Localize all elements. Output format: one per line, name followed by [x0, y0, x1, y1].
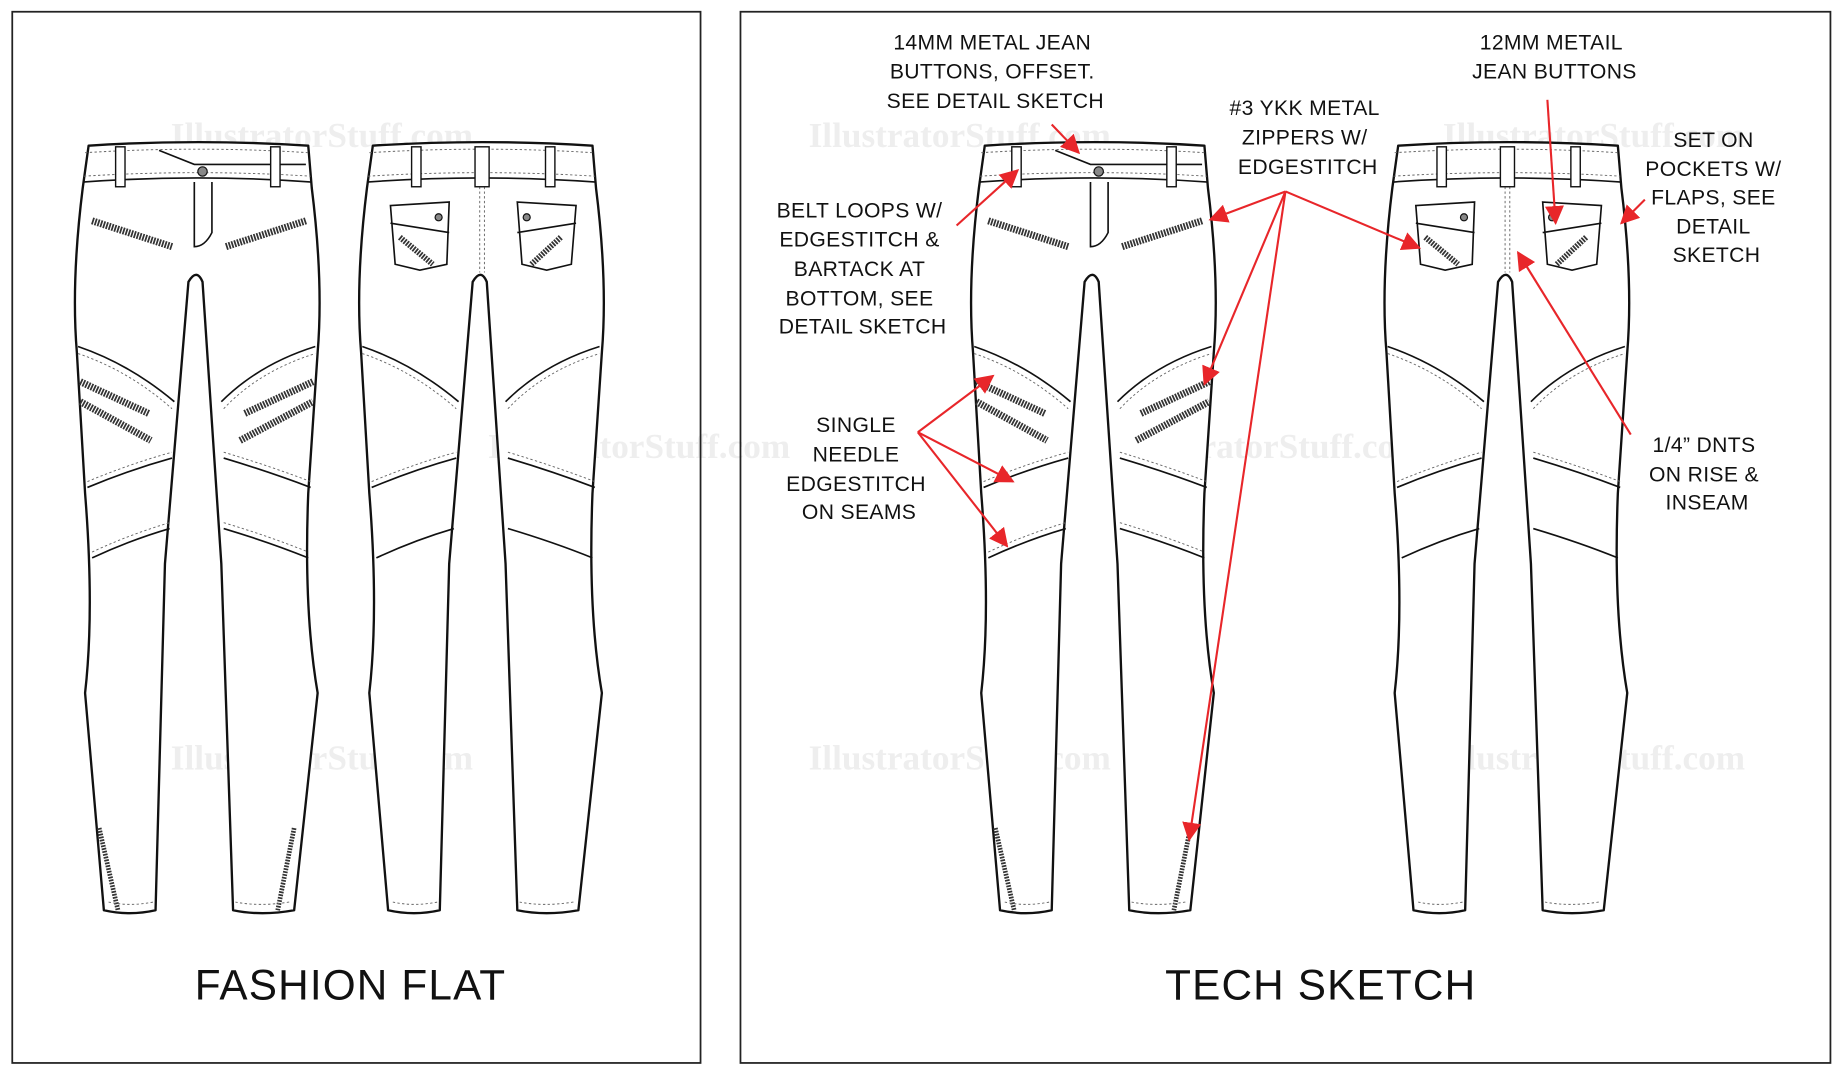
arrow-ykk-knee [1202, 191, 1287, 386]
arrow-single-needle-1 [917, 374, 995, 434]
label-set-on-pockets: SET ON POCKETS W/ FLAPS, SEE DETAIL SKET… [1645, 129, 1787, 267]
fashion-flat-panel [11, 10, 702, 1064]
arrow-ykk-hem [1182, 191, 1287, 842]
fashion-flat-back-pants [359, 142, 604, 913]
arrow-single-needle-2 [917, 431, 1015, 483]
arrow-set-on-pockets [1620, 198, 1646, 225]
tech-sketch-back-pants [1385, 142, 1630, 913]
callout-arrows [916, 99, 1646, 842]
label-belt-loops: BELT LOOPS W/ EDGESTITCH & BARTACK AT BO… [777, 199, 949, 338]
arrow-belt-loops [955, 169, 1020, 227]
arrow-dnts [1517, 250, 1632, 436]
arrow-ykk-front-pocket [1208, 190, 1286, 223]
label-dnts: 1/4” DNTS ON RISE & INSEAM [1649, 434, 1765, 515]
arrow-12mm-buttons [1544, 99, 1564, 226]
arrow-single-needle-3 [916, 431, 1009, 548]
arrow-ykk-back-pocket [1285, 190, 1422, 250]
label-single-needle: SINGLE NEEDLE EDGESTITCH ON SEAMS [786, 414, 932, 524]
arrow-14mm-buttons [1050, 123, 1081, 155]
fashion-flat-front-pants [75, 142, 320, 913]
tech-sketch-front-pants [971, 142, 1216, 913]
fashion-flat-title: FASHION FLAT [195, 962, 507, 1009]
label-12mm-buttons: 12MM METAIL JEAN BUTTONS [1472, 31, 1637, 83]
tech-sketch-panel [739, 10, 1832, 1064]
tech-sketch-title: TECH SKETCH [1165, 962, 1476, 1009]
label-14mm-buttons: 14MM METAL JEAN BUTTONS, OFFSET. SEE DET… [887, 31, 1104, 113]
svg-text:IllustratorStuff.com: IllustratorStuff.com [809, 738, 1111, 777]
label-ykk-zippers: #3 YKK METAL ZIPPERS W/ EDGESTITCH [1230, 97, 1386, 179]
